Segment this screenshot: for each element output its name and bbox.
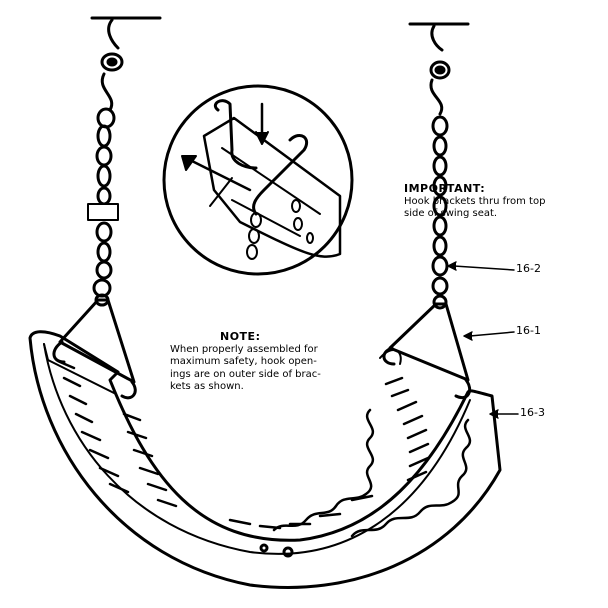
important-title: IMPORTANT: [404,182,486,195]
note-line-1: When properly assembled for [170,343,318,355]
left-chain [87,18,124,307]
assembly-note: NOTE: When properly assembled for maximu… [170,330,360,394]
seat-wave-ridge [272,408,375,532]
callout-hook-label: 16-1 [516,324,541,337]
important-line-2: side of swing seat. [404,208,498,220]
callout-leaders [447,261,519,419]
seat-rivet-2 [259,543,269,553]
note-line-3: ings are on outer side of brac- [170,368,321,380]
callout-chain-label: 16-2 [516,262,541,275]
seat-rivet [282,546,294,558]
right-chain [429,24,451,310]
left-face-slots [58,360,178,508]
note-line-2: maximum safety, hook open- [170,356,317,368]
note-line-4: kets as shown. [170,381,244,393]
note-title: NOTE: [220,330,261,343]
swing-seat [28,330,502,589]
important-note: IMPORTANT: Hook brackets thru from top s… [404,182,604,221]
insert-arrow-icon [188,158,252,192]
important-line-1: Hook brackets thru from top [404,195,546,207]
detail-inset [162,84,354,276]
left-grip [87,203,119,221]
seat-wave-ridge-2 [350,418,472,538]
right-face-slots [228,376,430,530]
callout-seat-label: 16-3 [520,406,545,419]
